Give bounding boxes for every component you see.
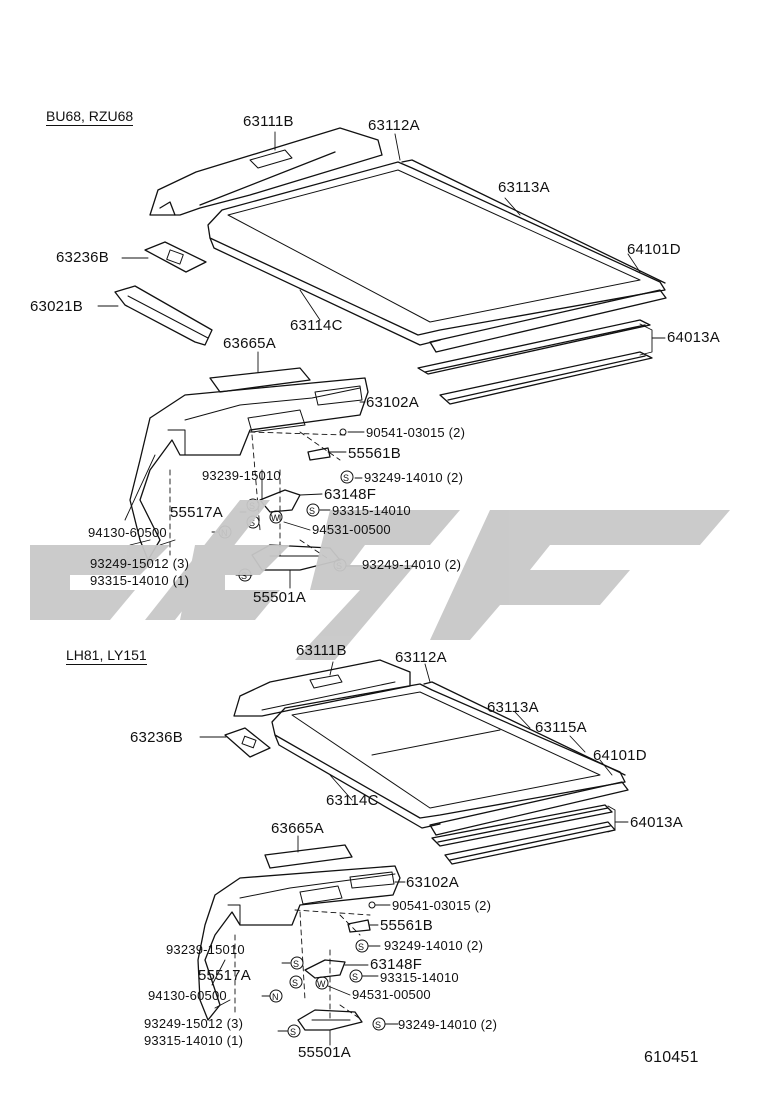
s2-part-64013a: 64013A: [630, 814, 683, 831]
s1-part-63236b: 63236B: [56, 249, 109, 266]
s2-part-64101d: 64101D: [593, 747, 647, 764]
svg-text:S: S: [375, 1020, 381, 1030]
section2-drawing: S S N W S S S S: [197, 659, 629, 1046]
s2-model-label: LH81, LY151: [66, 647, 147, 665]
s1-bar-63021b: [114, 285, 213, 346]
svg-text:S: S: [343, 473, 349, 483]
s1-pad-63665a: [209, 367, 311, 393]
svg-text:S: S: [292, 978, 298, 988]
s1-bracket-63236b: [144, 241, 207, 273]
svg-text:S: S: [290, 1027, 296, 1037]
s2-part-63115a: 63115A: [535, 719, 587, 736]
s1-part-63111b: 63111B: [243, 113, 294, 130]
s2-part-90541: 90541-03015 (2): [392, 898, 492, 913]
s2-part-93315a: 93315-14010: [380, 970, 459, 985]
s2-bracket-63236b: [224, 727, 271, 758]
s2-part-63236b: 63236B: [130, 729, 183, 746]
s2-part-55561b: 55561B: [380, 917, 433, 934]
svg-text:S: S: [241, 571, 247, 581]
s1-part-55561b: 55561B: [348, 445, 401, 462]
s1-part-63021b: 63021B: [30, 298, 83, 315]
svg-text:W: W: [317, 979, 326, 989]
s1-part-63148f: 63148F: [324, 486, 377, 503]
s2-part-55501a: 55501A: [298, 1044, 351, 1061]
s2-pad-63665a: [264, 844, 353, 869]
s1-part-94531: 94531-00500: [312, 522, 391, 537]
s2-part-63113a: 63113A: [487, 699, 539, 716]
s2-part-63665a: 63665A: [271, 820, 324, 837]
s2-part-93249b: 93249-15012 (3): [144, 1016, 244, 1031]
s1-part-55517a: 55517A: [170, 504, 223, 521]
diagram-code: 610451: [644, 1049, 699, 1066]
s1-part-63112a: 63112A: [368, 117, 420, 134]
s2-part-63111b: 63111B: [296, 642, 347, 659]
s2-front-header-panel: [233, 659, 411, 717]
s2-part-93315b: 93315-14010 (1): [144, 1033, 244, 1048]
s2-part-93239: 93239-15010: [166, 942, 245, 957]
svg-text:W: W: [271, 513, 280, 523]
svg-text:S: S: [249, 501, 255, 511]
s1-part-90541: 90541-03015 (2): [366, 425, 466, 440]
s1-part-93315b: 93315-14010 (1): [90, 573, 190, 588]
s1-roof-panel: [207, 161, 666, 336]
s2-part-63114c: 63114C: [326, 792, 379, 809]
s1-part-94130: 94130-60500: [88, 525, 167, 540]
s2-visor-55501a: [297, 1009, 363, 1031]
s2-part-93249c: 93249-14010 (2): [398, 1017, 498, 1032]
s1-part-93239: 93239-15010: [202, 468, 281, 483]
svg-text:N: N: [272, 992, 279, 1002]
s1-headliner-63102a: [129, 377, 369, 561]
svg-text:S: S: [309, 506, 315, 516]
s2-part-94130: 94130-60500: [148, 988, 227, 1003]
s1-part-93249a: 93249-14010 (2): [364, 470, 464, 485]
s1-part-93249b: 93249-15012 (3): [90, 556, 190, 571]
section1-drawing: S S N W S S S S: [97, 127, 667, 589]
s1-part-63114c: 63114C: [290, 317, 343, 334]
s1-part-64013a: 64013A: [667, 329, 720, 346]
s2-rear-strip-upper: [431, 804, 613, 847]
s2-part-63112a: 63112A: [395, 649, 447, 666]
s2-part-63148f: 63148F: [370, 956, 423, 973]
s1-part-63665a: 63665A: [223, 335, 276, 352]
s1-part-63102a: 63102A: [366, 394, 419, 411]
svg-text:S: S: [336, 561, 342, 571]
s1-front-header-panel: [149, 127, 383, 216]
s1-rear-strip-lower: [439, 351, 653, 405]
s1-part-64101d: 64101D: [627, 241, 681, 258]
s2-part-93249a: 93249-14010 (2): [384, 938, 484, 953]
s2-part-55517a: 55517A: [198, 967, 251, 984]
s1-part-63113a: 63113A: [498, 179, 550, 196]
svg-text:S: S: [293, 959, 299, 969]
svg-text:S: S: [249, 518, 255, 528]
s1-model-label: BU68, RZU68: [46, 108, 134, 126]
s2-roof-panel: [271, 683, 626, 819]
svg-text:N: N: [221, 528, 228, 538]
svg-text:S: S: [352, 972, 358, 982]
s2-part-94531: 94531-00500: [352, 987, 431, 1002]
svg-text:S: S: [358, 942, 364, 952]
s1-part-55501a: 55501A: [253, 589, 306, 606]
s1-part-93315a: 93315-14010: [332, 503, 411, 518]
s2-headliner-63102a: [197, 865, 401, 1021]
s2-part-63102a: 63102A: [406, 874, 459, 891]
s1-part-93249c: 93249-14010 (2): [362, 557, 462, 572]
